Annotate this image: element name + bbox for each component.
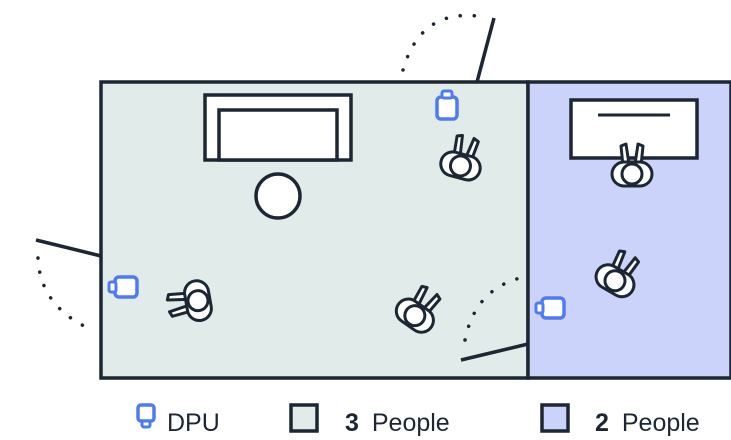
desk-icon [569, 98, 699, 160]
door-top-swing [401, 13, 479, 72]
door-left-swing [36, 256, 90, 330]
room-a-swatch [289, 403, 319, 433]
svg-text:2 People: 2 People [595, 409, 700, 437]
room-b-unit: People [622, 409, 700, 437]
room-a-count: 3 [345, 409, 359, 437]
sofa-icon [203, 93, 353, 162]
svg-text:3 People: 3 People [345, 409, 450, 437]
room-b-swatch [540, 403, 570, 433]
legend-dpu: DPU [136, 403, 220, 437]
dpu-legend-icon [136, 403, 156, 429]
room-a-unit: People [372, 409, 450, 437]
legend-room-b: 2 People [540, 403, 700, 437]
door-left [35, 238, 102, 258]
door-top [475, 17, 496, 83]
legend-room-a: 3 People [289, 403, 450, 437]
room-b-count: 2 [595, 409, 609, 437]
door-middle [460, 342, 529, 362]
legend-dpu-label: DPU [167, 409, 220, 437]
legend: DPU 3 People 2 People [136, 403, 700, 437]
round-table-icon [254, 172, 302, 220]
